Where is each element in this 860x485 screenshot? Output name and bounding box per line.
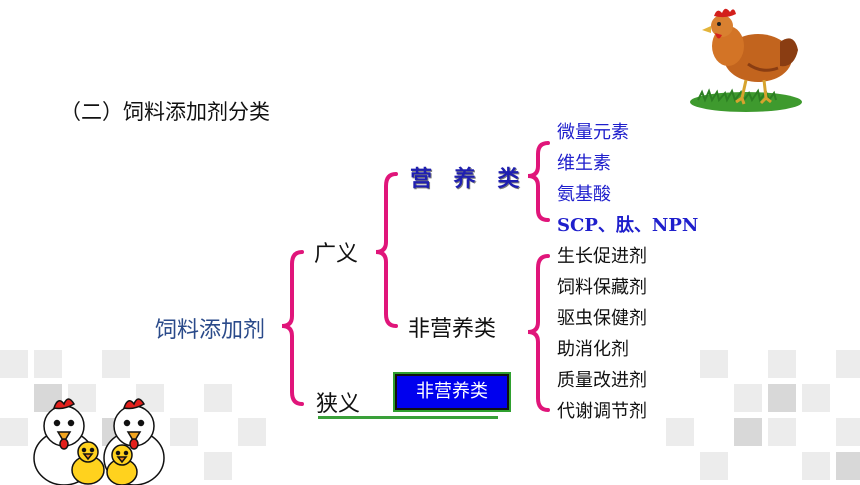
leaf-nutritional-3: 氨基酸 [557, 184, 611, 205]
leaf-nutritional-1: 微量元素 [557, 122, 629, 143]
broad-brace [375, 172, 398, 328]
slide-heading: （二）饲料添加剂分类 [60, 100, 270, 124]
root-brace [281, 250, 304, 406]
narrow-non-nutritional-box: 非营养类 [395, 374, 509, 410]
narrow-underline [318, 416, 498, 419]
non-nutritional-brace [527, 254, 550, 412]
root-node-feed-additives: 饲料添加剂 [155, 318, 266, 343]
leaf-non-nutritional-4: 助消化剂 [557, 339, 629, 360]
leaf-non-nutritional-3: 驱虫保健剂 [557, 308, 647, 329]
node-narrow-sense: 狭义 [316, 392, 361, 417]
node-broad-sense: 广义 [314, 242, 359, 267]
nutritional-brace [527, 141, 550, 222]
node-nutritional: 营 养 类 [410, 167, 527, 192]
leaf-non-nutritional-2: 饲料保藏剂 [557, 277, 647, 298]
chick-mascots-illustration [33, 398, 165, 485]
leaf-nutritional-4: SCP、肽、NPN [557, 215, 699, 236]
leaf-non-nutritional-6: 代谢调节剂 [557, 401, 647, 422]
hen-illustration [690, 8, 802, 112]
node-non-nutritional: 非营养类 [408, 317, 497, 342]
leaf-nutritional-2: 维生素 [557, 153, 611, 174]
leaf-non-nutritional-1: 生长促进剂 [557, 246, 647, 267]
leaf-non-nutritional-5: 质量改进剂 [557, 370, 647, 391]
